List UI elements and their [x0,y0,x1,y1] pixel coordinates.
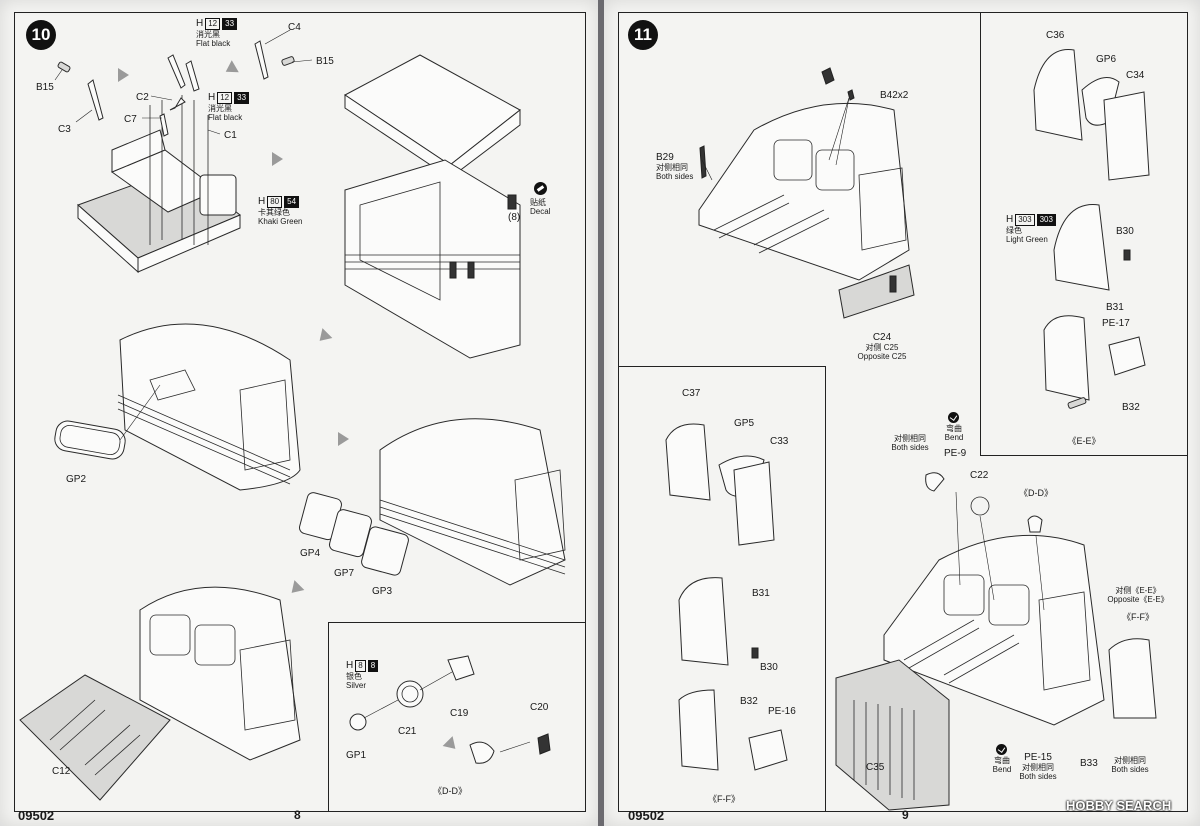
ref-label-ff: 《F-F》 [1122,612,1154,622]
small-parts-top [57,40,295,137]
step-number-badge: 10 [26,20,56,50]
part-label-b31: B31 [1106,302,1124,313]
ff-inset-art [665,423,788,771]
part-label-c12: C12 [52,766,71,777]
part-label-c20: C20 [530,702,549,713]
part-label-pe16: PE-16 [768,706,796,717]
flow-arrow [338,432,349,446]
bend-icon [948,412,959,423]
step-number-badge: 11 [628,20,658,50]
part-label-c3: C3 [58,124,71,135]
cab-main-assembly [835,472,1157,811]
step-10-illustration [19,29,566,801]
cab-rear-assembly [344,54,521,359]
inset-caption-dd: 《D-D》 [433,786,467,796]
decal-icon [534,182,547,195]
part-label-gp2: GP2 [66,474,87,485]
part-label-gp4: GP4 [300,548,321,559]
part-label-c2: C2 [136,92,149,103]
part-label-c21: C21 [398,726,417,737]
step-frame-10 [14,12,586,812]
ee-inset-art [1033,49,1150,409]
part-label-b32: B32 [1122,402,1140,413]
page-number: 9 [902,808,909,822]
part-label-b30: B30 [1116,226,1134,237]
product-code: 09502 [18,808,55,823]
part-label-c36: C36 [1046,30,1065,41]
part-label-gp7: GP7 [334,568,355,579]
inset-box-dd [328,622,586,812]
cab-body-c12 [19,586,301,801]
bend-note-pe9: 弯曲 Bend [944,424,964,442]
ref-label-dd: 《D-D》 [1019,488,1053,498]
part-label-c35: C35 [866,762,885,773]
part-label-b42: B42x2 [880,90,909,101]
step-11-illustration [665,49,1157,811]
part-label-gp1: GP1 [346,750,367,761]
part-label-b31: B31 [752,588,770,599]
part-label-pe9: PE-9 [944,448,967,459]
both-sides-note-b33: 对侧相同 Both sides [1111,756,1149,774]
part-label-c7: C7 [124,114,137,125]
part-label-pe17: PE-17 [1102,318,1130,329]
dd-inset-art [349,655,551,764]
part-label-gp3: GP3 [372,586,393,597]
both-sides-note-pe9: 对侧相同 Both sides [891,434,929,452]
part-label-b15: B15 [36,82,54,93]
inset-caption-ff: 《F-F》 [708,794,740,804]
watermark: HOBBY SEARCH [1066,798,1172,813]
cab-body-gp2 [54,323,301,491]
product-code: 09502 [628,808,665,823]
part-label-b33: B33 [1080,758,1098,769]
cab-upper-assembly [698,67,915,319]
part-label-b29: B29 对侧相同 Both sides [656,152,694,181]
part-label-c4: C4 [288,22,301,33]
part-label-c37: C37 [682,388,701,399]
part-label-c34: C34 [1126,70,1145,81]
page-number: 8 [294,808,301,822]
bend-icon [996,744,1007,755]
part-label-c33: C33 [770,436,789,447]
part-label-gp6: GP6 [1096,54,1117,65]
decal-callout: 贴纸 Decal [530,198,551,216]
part-label-b15-right: B15 [316,56,334,67]
instruction-page-right: 11 B42x2 B29 对侧相同 Both sides C24 对侧 C25 … [604,0,1200,826]
part-label-gp5: GP5 [734,418,755,429]
part-label-c1: C1 [224,130,237,141]
part-label-c19: C19 [450,708,469,719]
cab-body-gp-windows [298,418,566,586]
inset-caption-ee: 《E-E》 [1067,436,1101,446]
part-label-b30: B30 [760,662,778,673]
part-label-b32: B32 [740,696,758,707]
decal-count: (8) [508,212,521,223]
part-label-c22: C22 [970,470,989,481]
bend-note-pe15: 弯曲 Bend [992,756,1012,774]
part-label-pe15: PE-15 对侧相同 Both sides [1019,752,1057,781]
flow-arrow [272,152,283,166]
part-label-c24: C24 对侧 C25 Opposite C25 [857,332,907,361]
seat-floor-assembly [77,95,241,274]
flow-arrow [118,68,129,82]
ref-label-ee-opposite: 对侧《E-E》 Opposite《E-E》 [1107,586,1169,604]
